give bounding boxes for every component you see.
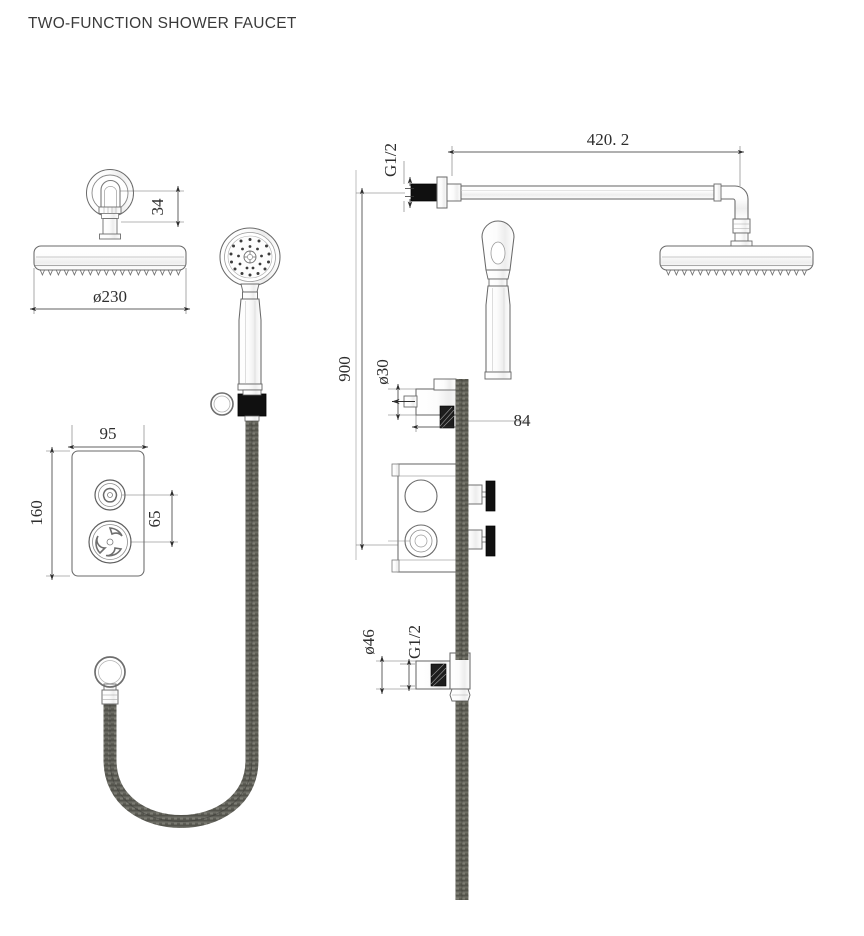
dim-plate-height-label: 160	[27, 500, 46, 526]
bottom-outlet-elbow	[415, 652, 471, 702]
flexible-shower-hose-left	[103, 421, 259, 828]
handheld-shower-right-view	[481, 220, 515, 380]
overhead-shower-arm	[405, 176, 749, 220]
handheld-shower	[210, 227, 281, 422]
dim-arm-thread-label: G1/2	[381, 143, 400, 177]
dim-overall-height-label: 900	[335, 356, 354, 382]
dimension-bracket-diameter: ø30	[373, 359, 416, 421]
valve-body-right-view	[388, 463, 496, 573]
dim-knob-spacing-label: 65	[145, 511, 164, 528]
right-overhead-shower-head	[659, 218, 814, 276]
left-overhead-shower-head	[33, 169, 187, 276]
dim-bracket-diameter-label: ø30	[373, 359, 392, 385]
dimension-plate-height: 160	[27, 446, 70, 581]
dim-outlet-flange-label: ø46	[359, 629, 378, 655]
dimension-outlet-thread: G1/2	[400, 625, 424, 692]
dimension-head-diameter: ø230	[29, 268, 191, 314]
dim-bracket-projection-label: 84	[514, 411, 532, 430]
dim-arm-length-label: 420. 2	[587, 130, 630, 149]
dimension-plate-width: 95	[67, 424, 149, 450]
dimension-arm-inlet-thread: G1/2	[381, 143, 413, 212]
dimension-head-height: 34	[120, 185, 184, 228]
dim-head-height-label: 34	[148, 198, 167, 216]
thermostatic-valve-plate	[71, 450, 145, 577]
dimension-arm-length: 420. 2	[447, 130, 745, 186]
dim-head-diameter-label: ø230	[93, 287, 127, 306]
dimension-knob-spacing: 65	[122, 489, 178, 548]
dim-plate-width-label: 95	[100, 424, 117, 443]
hose-end-fitting	[94, 656, 126, 705]
dim-outlet-thread-label: G1/2	[405, 625, 424, 659]
handheld-wall-bracket	[391, 378, 463, 429]
page-title: TWO-FUNCTION SHOWER FAUCET	[28, 15, 297, 32]
